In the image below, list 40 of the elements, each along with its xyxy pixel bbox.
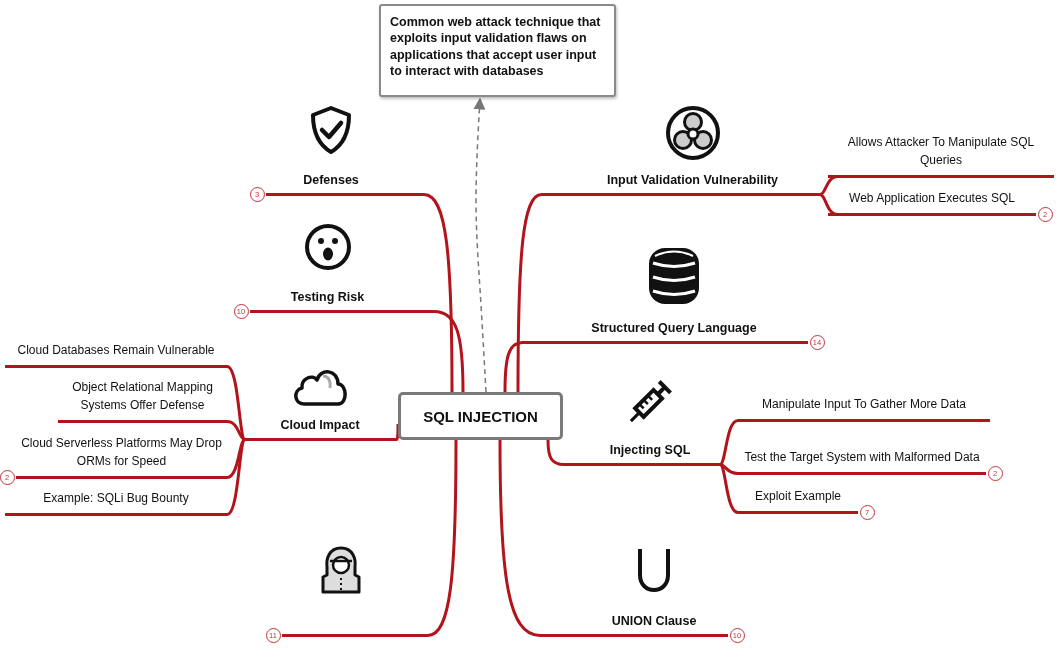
branch-line bbox=[405, 310, 465, 392]
branch-line bbox=[503, 341, 540, 392]
topic-label: Allows Attacker To Manipulate SQL Queries bbox=[846, 134, 1036, 169]
branch-line bbox=[225, 438, 247, 516]
branch-line bbox=[719, 463, 740, 475]
topic-label: Test the Target System with Malformed Data bbox=[743, 448, 981, 466]
topic-label: Web Application Executes SQL bbox=[848, 189, 1016, 207]
topic-label: Input Validation Vulnerability bbox=[605, 173, 780, 187]
branch-line bbox=[546, 439, 580, 466]
branch-topic bbox=[282, 545, 400, 637]
branch-line bbox=[498, 440, 580, 637]
topic-label: Cloud Impact bbox=[279, 418, 361, 432]
topic-label: Cloud Databases Remain Vulnerable bbox=[16, 341, 216, 359]
topic-label: Example: SQLi Bug Bounty bbox=[42, 489, 190, 507]
topic-label: Object Relational Mapping Systems Offer Defense bbox=[71, 379, 214, 414]
callout-text: Common web attack technique that exploits input validation flaws on applications that accept user input to interact with databases bbox=[390, 15, 601, 78]
branch-line bbox=[516, 193, 565, 392]
branch-line bbox=[396, 193, 454, 392]
topic-label: Injecting SQL bbox=[608, 443, 692, 457]
topic-label: Structured Query Language bbox=[590, 321, 758, 335]
topic-label: Testing Risk bbox=[289, 290, 366, 304]
branch-topic bbox=[565, 105, 820, 196]
arrow bbox=[473, 97, 487, 393]
topic-label: Manipulate Input To Gather More Data bbox=[761, 395, 967, 413]
branch-topic bbox=[540, 245, 808, 344]
branch-line bbox=[718, 463, 740, 514]
branch-line bbox=[225, 438, 247, 479]
branch-line bbox=[225, 420, 246, 441]
topic-label: Cloud Serverless Platforms May Drop ORMs for Speed bbox=[20, 435, 223, 470]
topic-label: Exploit Example bbox=[753, 487, 842, 505]
callout-box bbox=[379, 4, 616, 97]
branch-line bbox=[400, 440, 458, 637]
branch-line bbox=[225, 365, 247, 441]
branch-line bbox=[718, 419, 740, 466]
central-topic-box bbox=[398, 392, 563, 440]
branch-topic bbox=[266, 105, 396, 196]
topic-label: Defenses bbox=[302, 173, 360, 187]
central-topic-label: SQL INJECTION bbox=[423, 407, 538, 425]
branch-topic bbox=[250, 222, 405, 313]
topic-label: UNION Clause bbox=[610, 614, 698, 628]
